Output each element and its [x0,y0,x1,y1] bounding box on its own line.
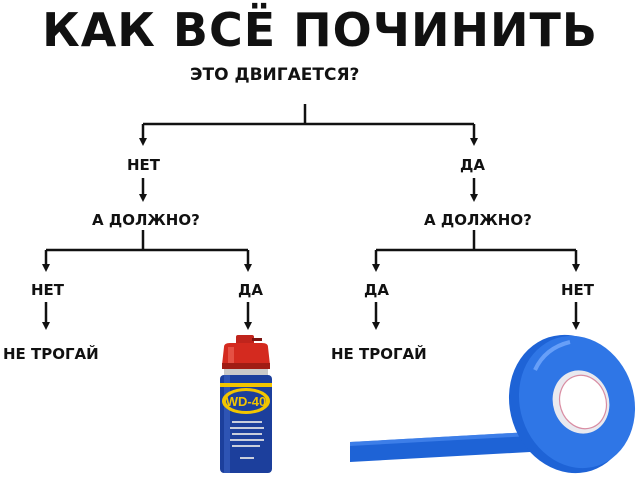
wd40-spray-can-icon: WD-40 [220,335,272,473]
right-result-dont-touch: НЕ ТРОГАЙ [331,345,427,363]
left-result-dont-touch: НЕ ТРОГАЙ [3,345,99,363]
blue-tape-icon [350,334,636,474]
root-question: ЭТО ДВИГАЕТСЯ? [190,65,360,85]
page-title: КАК ВСЁ ПОЧИНИТЬ [42,3,598,57]
left-question: А ДОЛЖНО? [92,211,200,229]
right-sub-answer-yes: ДА [364,281,389,299]
right-question: А ДОЛЖНО? [424,211,532,229]
left-sub-answer-yes: ДА [238,281,263,299]
right-answer-yes: ДА [460,156,485,174]
wd40-logo-text: WD-40 [226,394,266,409]
left-answer-no: НЕТ [127,156,161,174]
left-sub-answer-no: НЕТ [31,281,65,299]
right-sub-answer-no: НЕТ [561,281,595,299]
